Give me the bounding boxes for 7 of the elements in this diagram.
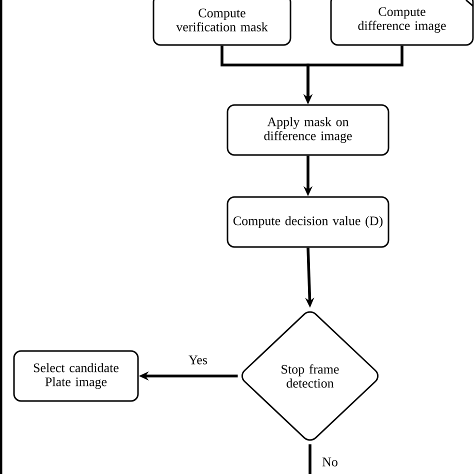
edge-label: No	[321, 456, 339, 468]
edge-label: Yes	[188, 354, 208, 366]
process-box: Apply mask on difference image	[226, 104, 390, 156]
process-box: Compute verification mask	[152, 0, 292, 46]
process-box: Compute decision value (D)	[226, 196, 390, 248]
process-box: Compute difference image	[330, 0, 474, 46]
process-box: Select candidate Plate image	[13, 350, 139, 402]
